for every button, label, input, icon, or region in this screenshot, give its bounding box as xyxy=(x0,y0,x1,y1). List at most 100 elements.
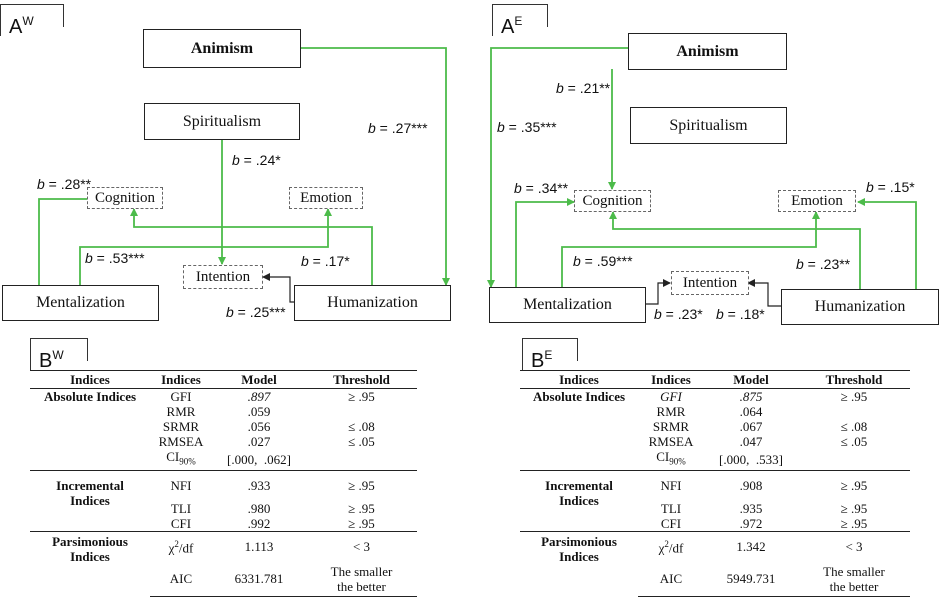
cell-model: .067 xyxy=(739,419,763,434)
panel-letter: B xyxy=(39,350,53,372)
table-row: RMSEA .027 ≤ .05 xyxy=(30,434,417,449)
coef-eq: = xyxy=(661,306,678,322)
node-label: Humanization xyxy=(327,294,418,311)
cell-model: .992 xyxy=(247,515,271,531)
node-cognition: Cognition xyxy=(87,187,163,209)
panel-superscript: E xyxy=(514,14,523,28)
coef-value: .17* xyxy=(324,253,350,269)
cell-index: AIC xyxy=(150,561,212,597)
cell-index: χ2/df xyxy=(150,530,212,562)
cell-index: GFI xyxy=(660,389,682,404)
path-animism-humanization xyxy=(300,47,450,286)
cell-model: 5949.731 xyxy=(704,561,798,597)
path-mentalization-cognition xyxy=(38,195,96,285)
coef-value: .35*** xyxy=(520,119,557,135)
table-row: CFI .992 ≥ .95 xyxy=(30,516,417,532)
coef-prefix: b xyxy=(301,253,309,269)
coef-eq: = xyxy=(521,180,538,196)
table-row: SRMR .056 ≤ .08 xyxy=(30,419,417,434)
cell-model: .897 xyxy=(247,389,271,404)
coef-eq: = xyxy=(580,253,597,269)
cell-threshold: ≥ .95 xyxy=(348,515,375,531)
header-model: Model xyxy=(212,370,306,389)
cell-model: 6331.781 xyxy=(212,561,306,597)
cell-threshold: ≤ .05 xyxy=(348,434,375,449)
cell-index: AIC xyxy=(638,561,704,597)
coef-value: .27*** xyxy=(391,120,428,136)
panel-letter: A xyxy=(501,16,515,38)
cell-index: CFI xyxy=(170,515,192,531)
cell-index: NFI xyxy=(150,469,212,501)
cell-index: RMR xyxy=(166,404,196,419)
node-label: Animism xyxy=(190,39,254,57)
node-animism: Animism xyxy=(143,29,301,68)
panel-letter: B xyxy=(531,350,545,372)
panel-label-bw: BW xyxy=(30,338,88,372)
node-label: Animism xyxy=(676,42,739,60)
coef-eq: = xyxy=(92,250,109,266)
path-mentalization-intention xyxy=(646,279,671,305)
table-row: RMR .059 xyxy=(30,404,417,419)
header-threshold: Threshold xyxy=(306,370,417,389)
node-humanization: Humanization xyxy=(781,289,939,325)
cell-index: RMSEA xyxy=(158,434,204,449)
coef-mentalization-cognition: b = .28** xyxy=(37,176,91,192)
path-humanization-intention xyxy=(262,273,295,303)
coef-eq: = xyxy=(375,120,392,136)
coef-prefix: b xyxy=(497,119,505,135)
coef-prefix: b xyxy=(716,306,724,322)
path-animism-mentalization xyxy=(487,47,628,288)
node-intention: Intention xyxy=(671,271,749,295)
cell-index: SRMR xyxy=(162,419,200,434)
table-header-row: Indices Indices Model Threshold xyxy=(30,370,417,389)
coef-eq: = xyxy=(873,179,890,195)
coef-prefix: b xyxy=(226,304,234,320)
cell-threshold xyxy=(306,404,417,419)
node-label: Intention xyxy=(195,268,251,285)
cell-model: .933 xyxy=(212,469,306,501)
node-spiritualism: Spiritualism xyxy=(630,107,787,144)
cell-model: [.000, .533] xyxy=(719,451,783,467)
group-absolute: Absolute Indices xyxy=(43,389,137,404)
cell-index: CFI xyxy=(660,515,682,531)
panel-letter: A xyxy=(9,16,23,38)
panel-superscript: W xyxy=(22,14,34,28)
coef-value: .25*** xyxy=(249,304,286,320)
cell-model: .875 xyxy=(739,389,763,404)
cell-index: NFI xyxy=(638,469,704,501)
coef-prefix: b xyxy=(573,253,581,269)
cell-threshold: ≥ .95 xyxy=(348,389,375,404)
coef-eq: = xyxy=(233,304,250,320)
coef-eq: = xyxy=(563,80,580,96)
coef-value: .28** xyxy=(60,176,92,192)
cell-index: RMSEA xyxy=(648,434,694,449)
table-row: SRMR .067 ≤ .08 xyxy=(520,419,910,434)
header-index: Indices xyxy=(638,370,704,389)
table-row: Absolute Indices GFI .875 ≥ .95 xyxy=(520,389,910,404)
cell-threshold: ≤ .08 xyxy=(348,419,375,434)
table-row: RMSEA .047 ≤ .05 xyxy=(520,434,910,449)
coef-humanization-intention: b = .18* xyxy=(716,306,765,322)
coef-spiritualism-intention: b = .24* xyxy=(232,152,281,168)
coef-prefix: b xyxy=(514,180,522,196)
cell-model: 1.342 xyxy=(704,530,798,562)
node-label: Intention xyxy=(682,274,738,291)
node-spiritualism: Spiritualism xyxy=(144,103,300,140)
cell-model: .980 xyxy=(247,500,271,516)
header-threshold: Threshold xyxy=(798,370,910,389)
node-mentalization: Mentalization xyxy=(2,285,159,321)
cell-threshold: ≥ .95 xyxy=(840,500,868,516)
node-label: Cognition xyxy=(94,189,155,206)
node-label: Mentalization xyxy=(36,294,125,311)
node-label: Spiritualism xyxy=(182,112,262,130)
cell-threshold: < 3 xyxy=(798,530,910,562)
cell-threshold: ≥ .95 xyxy=(306,469,417,501)
coef-eq: = xyxy=(44,176,61,192)
